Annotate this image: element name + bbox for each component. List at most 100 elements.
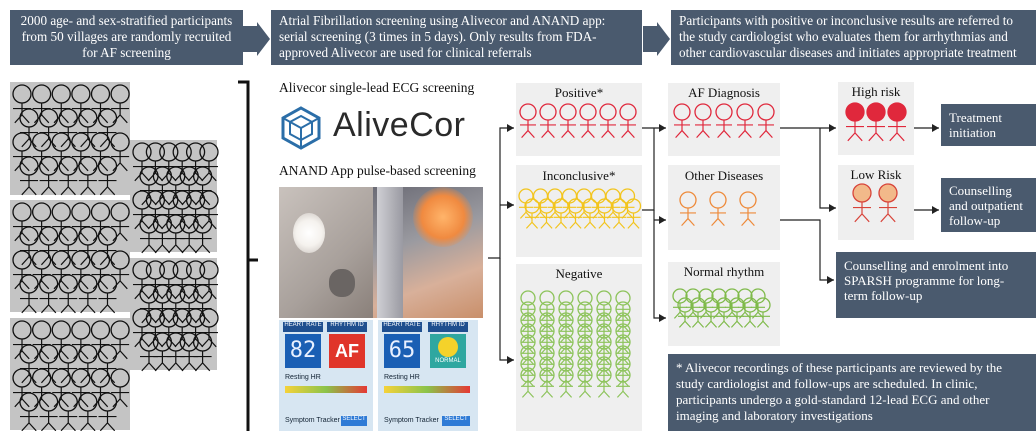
rhythm-header: RHYTHM ID [428, 322, 468, 332]
negative-person-icon [558, 367, 574, 398]
crowd-person-icon [110, 84, 130, 124]
negative-person-icon [615, 323, 631, 354]
crowd-person-icon [90, 250, 111, 290]
crowd-person-icon [51, 202, 71, 242]
rhythm-value: AF [329, 334, 365, 368]
crowd-person-icon [58, 392, 78, 431]
negative-person-icon [539, 345, 555, 376]
negative-label: Negative [555, 266, 603, 281]
crowd-person-icon [179, 284, 199, 324]
normal-person-icon [703, 297, 719, 328]
positive-person-icon [539, 103, 557, 139]
normal-person-icon [698, 288, 714, 319]
negative-person-icon [558, 301, 574, 332]
crowd-person-icon [31, 250, 52, 290]
negative-person-icon [596, 301, 612, 332]
crowd-person-icon [97, 392, 118, 431]
negative-person-icon [596, 356, 612, 387]
crowd-person-icon [19, 274, 39, 314]
crowd-person-icon [38, 392, 59, 431]
crowd-person-icon [71, 320, 91, 360]
arrow-other-icon [659, 216, 666, 224]
connector-to-positive [488, 127, 514, 259]
connector-af-low [819, 128, 836, 209]
crowd-person-icon [166, 166, 186, 206]
heart-rate-header: HEART RATE [283, 322, 323, 332]
arrow-counselling-icon [932, 206, 939, 214]
negative-person-icon [577, 323, 593, 354]
crowd-person-icon [31, 320, 52, 360]
crowd-person-icon [58, 226, 78, 266]
phone-edge [377, 187, 403, 318]
crowd-person-icon [31, 132, 52, 172]
counselling-box: Counselling and outpatient follow-up [941, 178, 1036, 232]
crowd-person-icon [172, 142, 192, 182]
resting-hr-bar [384, 386, 470, 393]
negative-person-icon [520, 356, 536, 387]
negative-person-icon [539, 334, 555, 365]
crowd-person-icon [90, 320, 111, 360]
negative-person-icon [596, 334, 612, 365]
header-arrow-2 [643, 22, 670, 56]
heart-rate-value: 82 [285, 334, 321, 368]
other-person-icon [709, 191, 727, 227]
other-person-icon [739, 191, 757, 227]
rhythm-normal-box: NORMAL [430, 334, 466, 368]
af-person-icon [673, 103, 691, 139]
finger-glow-icon [413, 187, 473, 247]
positive-person-icon [599, 103, 617, 139]
crowd-person-icon [90, 368, 111, 408]
crowd-person-icon [31, 84, 52, 124]
negative-person-icon [577, 290, 593, 321]
crowd-person-icon [19, 108, 39, 148]
crowd-person-icon [185, 308, 206, 348]
negative-person-icon [558, 290, 574, 321]
arrow-inconclusive-icon [507, 201, 514, 209]
phone-photo-finger [373, 187, 483, 318]
crowd-person-icon [132, 190, 152, 230]
crowd-person-icon [38, 344, 59, 384]
crowd-person-icon [145, 142, 166, 182]
crowd-person-icon [159, 142, 179, 182]
arrow-negative-icon [507, 356, 514, 364]
negative-person-icon [539, 323, 555, 354]
crowd-person-icon [185, 142, 206, 182]
crowd-person-icon [192, 166, 213, 206]
af-diagnosis-label: AF Diagnosis [688, 85, 760, 100]
negative-person-icon [558, 356, 574, 387]
negative-person-icon [596, 345, 612, 376]
arrow-low-icon [829, 204, 836, 212]
crowd-person-icon [38, 274, 59, 314]
negative-person-icon [615, 290, 631, 321]
crowd-person-icon [179, 166, 199, 206]
anand-label: ANAND App pulse-based screening [279, 163, 476, 178]
af-person-icon [736, 103, 754, 139]
rhythm-value: NORMAL [435, 358, 461, 364]
crowd-person-icon [58, 156, 78, 196]
negative-person-icon [520, 345, 536, 376]
app-card-af: HEART RATE RHYTHM ID 82 AF Resting HR Sy… [279, 320, 373, 431]
crowd-person-icon [199, 260, 219, 300]
header-referral: Participants with positive or inconclusi… [671, 10, 1036, 65]
arrow-positive-icon [507, 124, 514, 132]
negative-person-icon [577, 345, 593, 376]
header-screening-text: Atrial Fibrillation screening using Aliv… [279, 13, 606, 60]
connector-other-sparsh [780, 219, 834, 281]
crowd-person-icon [199, 190, 219, 230]
negative-person-icon [539, 312, 555, 343]
positive-panel [516, 83, 642, 156]
crowd-person-icon [71, 202, 91, 242]
crowd-person-icon [51, 368, 71, 408]
inconclusive-label: Inconclusive* [542, 168, 616, 183]
negative-person-icon [577, 301, 593, 332]
negative-person-icon [577, 312, 593, 343]
crowd-person-icon [97, 108, 118, 148]
crowd-person-icon [139, 214, 159, 254]
high-risk-label: High risk [851, 84, 901, 99]
normal-person-icon [690, 297, 706, 328]
arrow-af-icon [659, 124, 666, 132]
crowd-person-icon [172, 260, 192, 300]
crowd-person-icon [179, 332, 199, 372]
negative-person-icon [596, 323, 612, 354]
